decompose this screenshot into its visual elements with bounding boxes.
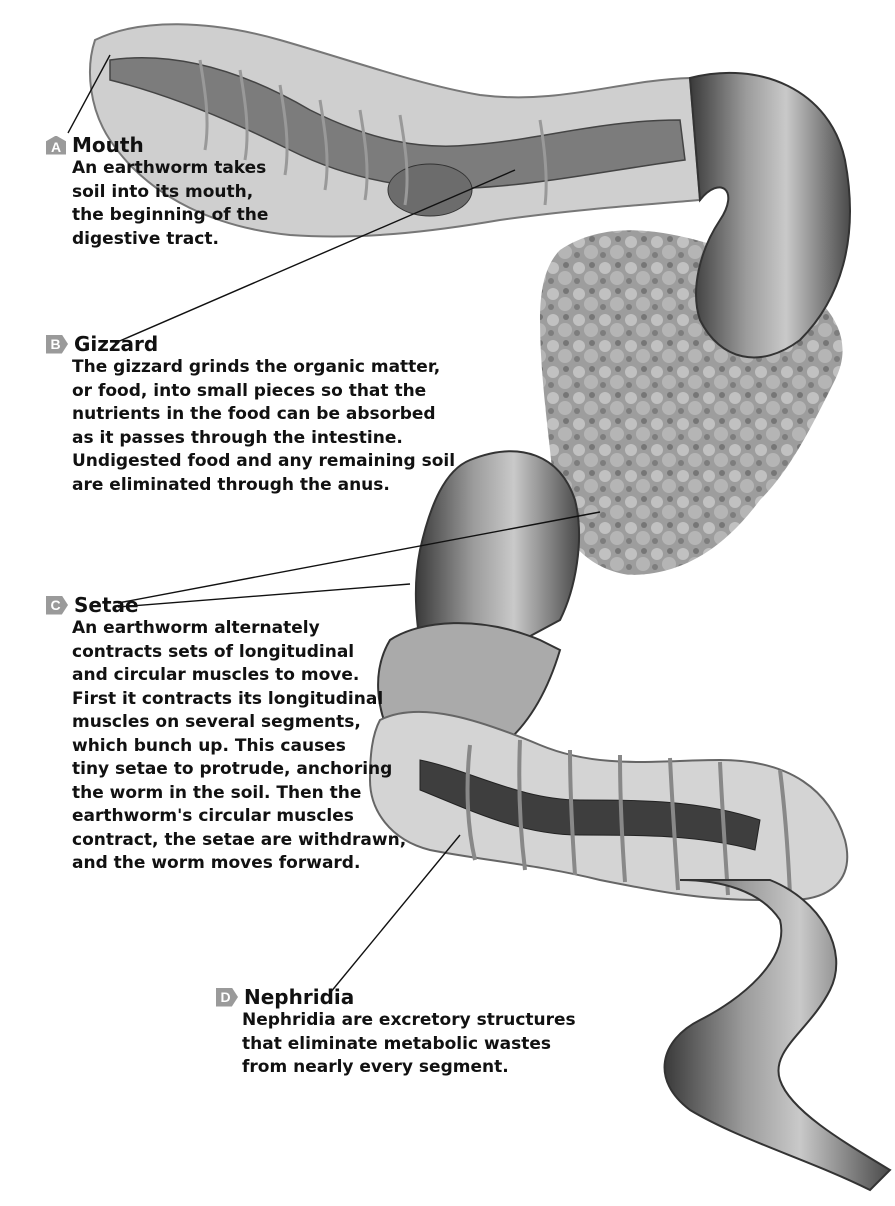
label-nephridia: D Nephridia Nephridia are excretory stru… — [216, 985, 576, 1080]
label-nephridia-body: Nephridia are excretory structures that … — [242, 1009, 576, 1080]
badge-c: C — [46, 596, 68, 615]
label-setae-title: Setae — [74, 593, 139, 617]
label-gizzard-body: The gizzard grinds the organic matter, o… — [72, 356, 455, 497]
label-gizzard-title: Gizzard — [74, 332, 158, 356]
label-nephridia-title: Nephridia — [244, 985, 354, 1009]
label-mouth-body: An earthworm takes soil into its mouth, … — [72, 157, 268, 251]
worm-tail — [665, 880, 890, 1190]
label-setae-body: An earthworm alternately contracts sets … — [72, 617, 406, 876]
badge-a: A — [46, 136, 66, 155]
label-mouth: A Mouth An earthworm takes soil into its… — [46, 133, 268, 251]
gizzard-shape — [388, 164, 472, 216]
label-mouth-title: Mouth — [72, 133, 144, 157]
badge-d: D — [216, 988, 238, 1007]
label-gizzard: B Gizzard The gizzard grinds the organic… — [46, 332, 455, 497]
label-setae: C Setae An earthworm alternately contrac… — [46, 593, 406, 876]
badge-b: B — [46, 335, 68, 354]
